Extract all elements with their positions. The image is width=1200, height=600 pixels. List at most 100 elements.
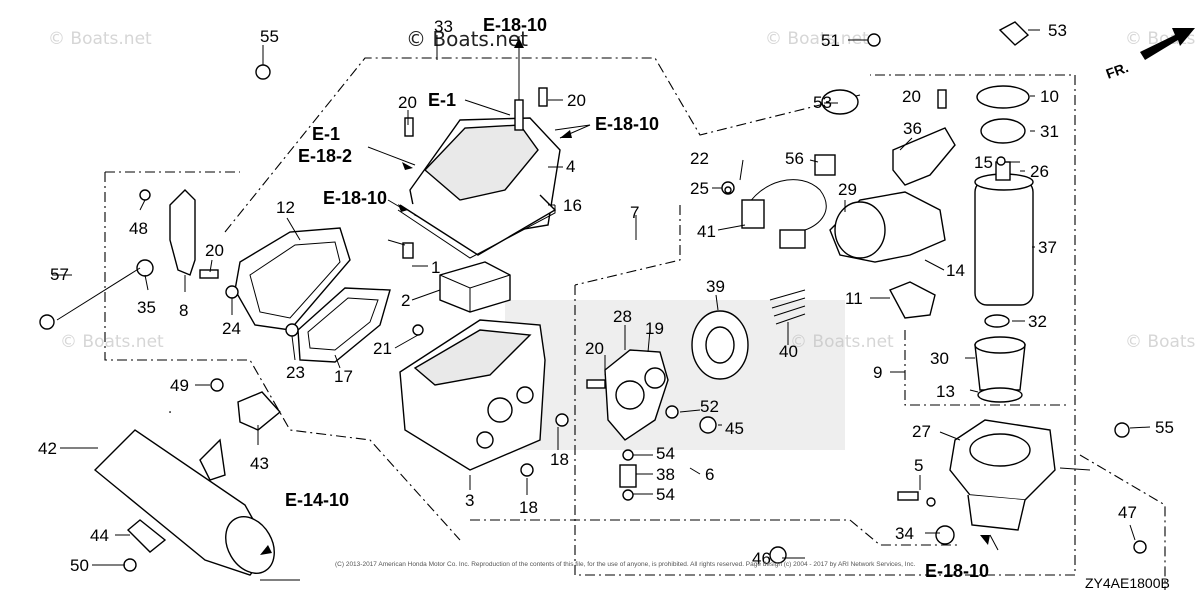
part-label-32: 32 <box>1028 312 1047 331</box>
washer-5 <box>926 497 936 507</box>
part-label-20: 20 <box>585 339 604 358</box>
leader-lines <box>52 29 1151 581</box>
bracket <box>169 189 196 276</box>
bolt-48 <box>139 189 151 201</box>
washer-18 <box>555 413 569 427</box>
part-label-38: 38 <box>656 465 675 484</box>
part-label-7: 7 <box>630 203 639 222</box>
part-label-33: 33 <box>434 17 453 36</box>
pump-housing-29 <box>829 191 946 263</box>
part-label-20: 20 <box>398 93 417 112</box>
bolt-50 <box>123 558 137 572</box>
bracket-36 <box>892 127 956 186</box>
nut-34 <box>935 525 955 545</box>
needle-valve <box>402 242 414 259</box>
part-label-15: 15 <box>974 153 993 172</box>
bolt-20 <box>937 89 947 109</box>
part-label-36: 36 <box>903 119 922 138</box>
watermark-faint: © Boats.net <box>48 29 152 49</box>
background-halftone <box>505 300 845 450</box>
part-label-16: 16 <box>563 196 582 215</box>
part-label-4: 4 <box>566 157 575 176</box>
part-label-54: 54 <box>656 444 675 463</box>
part-label-27: 27 <box>912 422 931 441</box>
part-label-17: 17 <box>334 367 353 386</box>
part-label-20: 20 <box>205 241 224 260</box>
o-ring-13 <box>977 387 1023 403</box>
washer-25 <box>724 186 732 194</box>
joint-38 <box>619 464 637 488</box>
part-label-9: 9 <box>873 363 882 382</box>
part-label-53: 53 <box>813 93 832 112</box>
gasket-16 <box>397 205 556 259</box>
holder-43 <box>237 391 282 431</box>
bolt-20 <box>586 379 606 389</box>
part-label-23: 23 <box>286 363 305 382</box>
part-label-3: 3 <box>465 491 474 510</box>
bolt-57 <box>39 314 55 330</box>
group-border-right <box>904 330 1166 590</box>
part-label-43: 43 <box>250 454 269 473</box>
part-label-54: 54 <box>656 485 675 504</box>
part-label-37: 37 <box>1038 238 1057 257</box>
group-border-top <box>224 57 861 233</box>
part-label-28: 28 <box>613 307 632 326</box>
part-label-13: 13 <box>936 382 955 401</box>
part-label-10: 10 <box>1040 87 1059 106</box>
grommet-15 <box>996 156 1006 166</box>
ref-e1-left: E-1 <box>312 124 340 144</box>
float <box>439 261 511 313</box>
filter-element-39 <box>691 310 749 380</box>
part-label-49: 49 <box>170 376 189 395</box>
connector-56 <box>814 154 836 176</box>
watermark-main: © Boats.net <box>406 27 528 51</box>
group-border-bottom <box>470 519 960 546</box>
forward-arrow: FR. <box>1104 28 1195 82</box>
group-border-left <box>104 171 461 541</box>
watermark-faint: © Boats.net <box>765 29 869 49</box>
part-label-1: 1 <box>431 258 440 277</box>
part-label-11: 11 <box>845 289 863 308</box>
fuel-filter-42 <box>93 429 275 576</box>
part-label-19: 19 <box>645 319 664 338</box>
ref-e18-10-mid: E-18-10 <box>323 188 387 208</box>
part-label-55: 55 <box>1155 418 1174 437</box>
part-label-40: 40 <box>779 342 798 361</box>
part-label-20: 20 <box>567 91 586 110</box>
part-label-52: 52 <box>700 397 719 416</box>
washer-52 <box>665 405 679 419</box>
part-label-50: 50 <box>70 556 89 575</box>
part-label-51: 51 <box>821 31 840 50</box>
part-label-47: 47 <box>1118 503 1137 522</box>
dowel-23 <box>285 323 299 337</box>
bolt-21 <box>412 324 424 336</box>
band-44 <box>126 519 167 553</box>
part-label-24: 24 <box>222 319 241 338</box>
part-label-42: 42 <box>38 439 57 458</box>
ref-e18-2: E-18-2 <box>298 146 352 166</box>
reference-arrows <box>260 38 990 555</box>
group-border-pump <box>574 74 1076 576</box>
washer-54 <box>622 449 634 461</box>
washer-24 <box>225 285 239 299</box>
forward-label: FR. <box>1104 59 1131 82</box>
bolt-20 <box>538 87 548 107</box>
filter-case-27 <box>949 419 1056 531</box>
watermark-faint: © Boats.net <box>60 332 164 352</box>
part-label-41: 41 <box>697 222 716 241</box>
part-label-22: 22 <box>690 149 709 168</box>
bolt-47 <box>1133 540 1147 554</box>
bolt-5 <box>897 491 919 501</box>
part-label-14: 14 <box>946 261 965 280</box>
bolt-55 <box>255 64 271 80</box>
part-label-8: 8 <box>179 301 188 320</box>
ref-e14-10: E-14-10 <box>285 490 349 510</box>
part-label-18: 18 <box>519 498 538 517</box>
copyright-text: (C) 2013-2017 American Honda Motor Co. I… <box>335 561 915 568</box>
part-label-56: 56 <box>785 149 804 168</box>
fuel-pump-37 <box>974 161 1034 306</box>
gasket-17 <box>297 287 391 363</box>
part-number-labels: 55 33 20 20 4 16 12 1 2 21 17 23 24 20 4… <box>38 17 1174 575</box>
